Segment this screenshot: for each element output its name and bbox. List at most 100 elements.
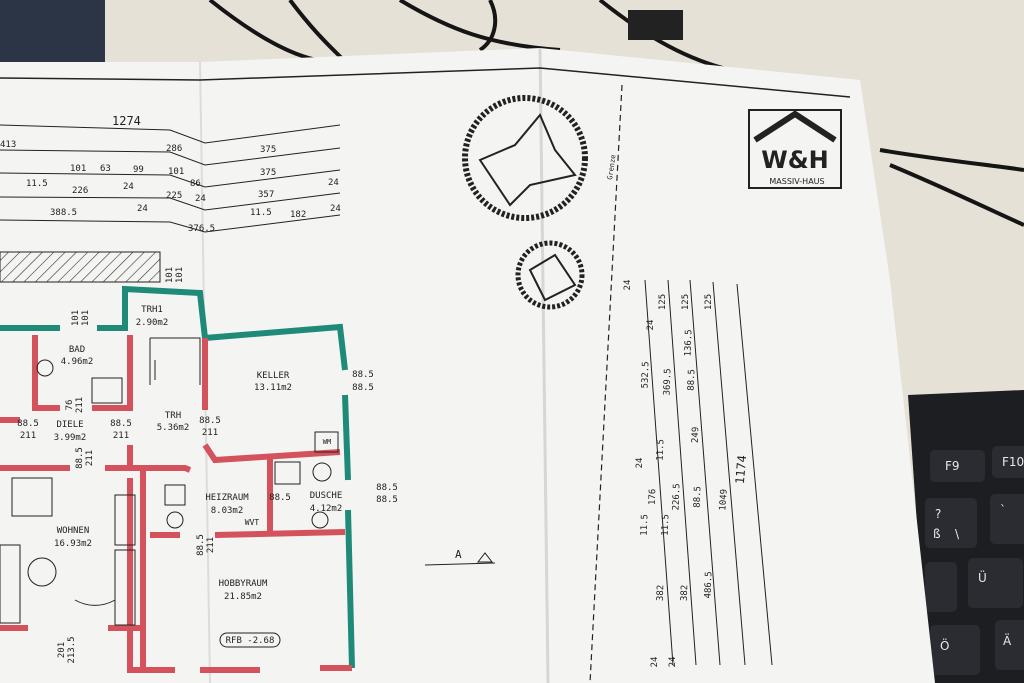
dimension-label: 76	[65, 400, 75, 411]
dimension-label: KELLER	[257, 371, 290, 381]
dimension-label: 21.85m2	[224, 592, 262, 602]
dimension-label: 182	[290, 210, 306, 220]
dimension-label: 88.5	[196, 534, 206, 556]
dimension-label: HOBBYRAUM	[219, 579, 268, 589]
key-backtick[interactable]: `	[990, 494, 1024, 544]
wh-logo: W&H MASSIV-HAUS	[748, 109, 842, 189]
dimension-label: 24	[623, 280, 633, 291]
room-hobbyraum: HOBBYRAUM 21.85m2	[219, 579, 268, 602]
floor-level-badge: RFB -2.68	[219, 632, 281, 648]
dimension-label: 382	[680, 585, 691, 602]
dimension-label: 13.11m2	[254, 383, 292, 393]
dimension-label: Ü	[978, 569, 987, 585]
dimension-label: 213.5	[67, 636, 77, 663]
key-sz[interactable]: ?ß\	[925, 498, 977, 548]
dimension-label: Ä	[1003, 633, 1012, 648]
key-f9[interactable]: F9	[930, 450, 985, 482]
dimension-label: F9	[945, 459, 960, 473]
dimension-label: DUSCHE	[310, 491, 343, 501]
key-ue[interactable]: Ü	[968, 558, 1023, 608]
room-trh: TRH 5.36m2	[157, 411, 190, 433]
dimension-label: 211	[75, 397, 85, 413]
dimension-label: 225	[166, 191, 182, 201]
device-corner	[0, 0, 105, 65]
dimension-label: 201	[57, 642, 67, 658]
dimension-label: 11.5	[661, 514, 672, 536]
key-ae[interactable]: Ä	[995, 620, 1024, 670]
dimension-label: 24	[330, 204, 341, 214]
dimension-label: 24	[328, 178, 339, 188]
wvt-label: WVT	[245, 518, 260, 527]
fixtures	[0, 337, 339, 626]
dimension-label: 388.5	[50, 208, 77, 218]
dimension-label: 211	[20, 431, 36, 441]
dimension-label: 88.5	[17, 419, 39, 429]
dimension-label: Ö	[940, 637, 949, 653]
dimension-label: RFB -2.68	[226, 636, 275, 646]
dimension-label: TRH1	[141, 305, 163, 315]
dimension-label: 88.5	[352, 370, 374, 380]
dimension-label: 125	[658, 294, 668, 310]
dimension-label: 211	[113, 431, 129, 441]
dimension-label: 24	[650, 657, 660, 668]
dimension-label: ?	[935, 507, 941, 521]
dimension-label: 376.5	[188, 224, 215, 234]
terrace-hatch	[0, 251, 161, 283]
dimension-label: 5.36m2	[157, 423, 190, 433]
top-dimensions: 1274 413 286 375 101 63 99 101 86 375 11…	[0, 114, 341, 234]
top-dimension-lines	[0, 124, 341, 233]
dimension-label: 211	[85, 450, 95, 466]
dimension-label: 11.5	[640, 514, 651, 536]
dimension-label: 4.12m2	[310, 504, 343, 514]
section-marker: A	[424, 548, 496, 566]
dimension-label: F10	[1002, 455, 1024, 469]
dimension-label: 86	[190, 179, 201, 189]
dimension-label: 101	[71, 310, 81, 326]
dimension-label: 249	[691, 427, 702, 444]
dimension-label: 382	[656, 585, 667, 602]
dimension-label: 286	[166, 144, 182, 154]
interior-walls	[0, 335, 352, 673]
dimension-label: 486.5	[704, 571, 715, 598]
dimension-label: 88.5	[199, 416, 221, 426]
dimension-label: 101	[175, 267, 185, 283]
room-trh1: TRH1 2.90m2	[136, 305, 169, 328]
dimension-label: 88.5	[376, 483, 398, 493]
dimension-label: 125	[681, 294, 691, 310]
dimension-label: 11.5	[26, 179, 48, 189]
dimension-label: 375	[260, 168, 276, 178]
dimension-label: 11.5	[656, 439, 667, 461]
dimension-label: 24	[635, 458, 645, 469]
dimension-label: 211	[206, 537, 216, 553]
dimension-label: 2.90m2	[136, 318, 169, 328]
key-f10[interactable]: F10	[992, 446, 1024, 478]
key-oe[interactable]: Ö	[930, 625, 980, 675]
dimension-label: 4.96m2	[61, 357, 94, 367]
dimension-label: 101	[81, 310, 91, 326]
dimension-label: 99	[133, 165, 144, 175]
exterior-walls	[0, 285, 355, 669]
dimension-label: 125	[704, 294, 714, 310]
dimension-label: 357	[258, 190, 274, 200]
usb-plug	[628, 10, 683, 40]
title-border	[0, 67, 851, 98]
dimension-label: A	[455, 548, 462, 561]
tree-symbol	[462, 95, 588, 310]
dimension-label: 375	[260, 145, 276, 155]
dimension-label: 11.5	[250, 208, 272, 218]
dimension-label: 88.5	[75, 447, 85, 469]
dimension-label: ß	[933, 527, 941, 541]
room-dusche: DUSCHE 4.12m2	[310, 491, 343, 514]
dimension-label: 532.5	[641, 361, 652, 388]
dimension-label: 88.5	[376, 495, 398, 505]
dimension-label: 369.5	[663, 368, 674, 395]
boundary-label: Grenze	[606, 154, 617, 180]
dimension-label: TRH	[165, 411, 181, 421]
dimension-label: 24	[668, 657, 678, 668]
